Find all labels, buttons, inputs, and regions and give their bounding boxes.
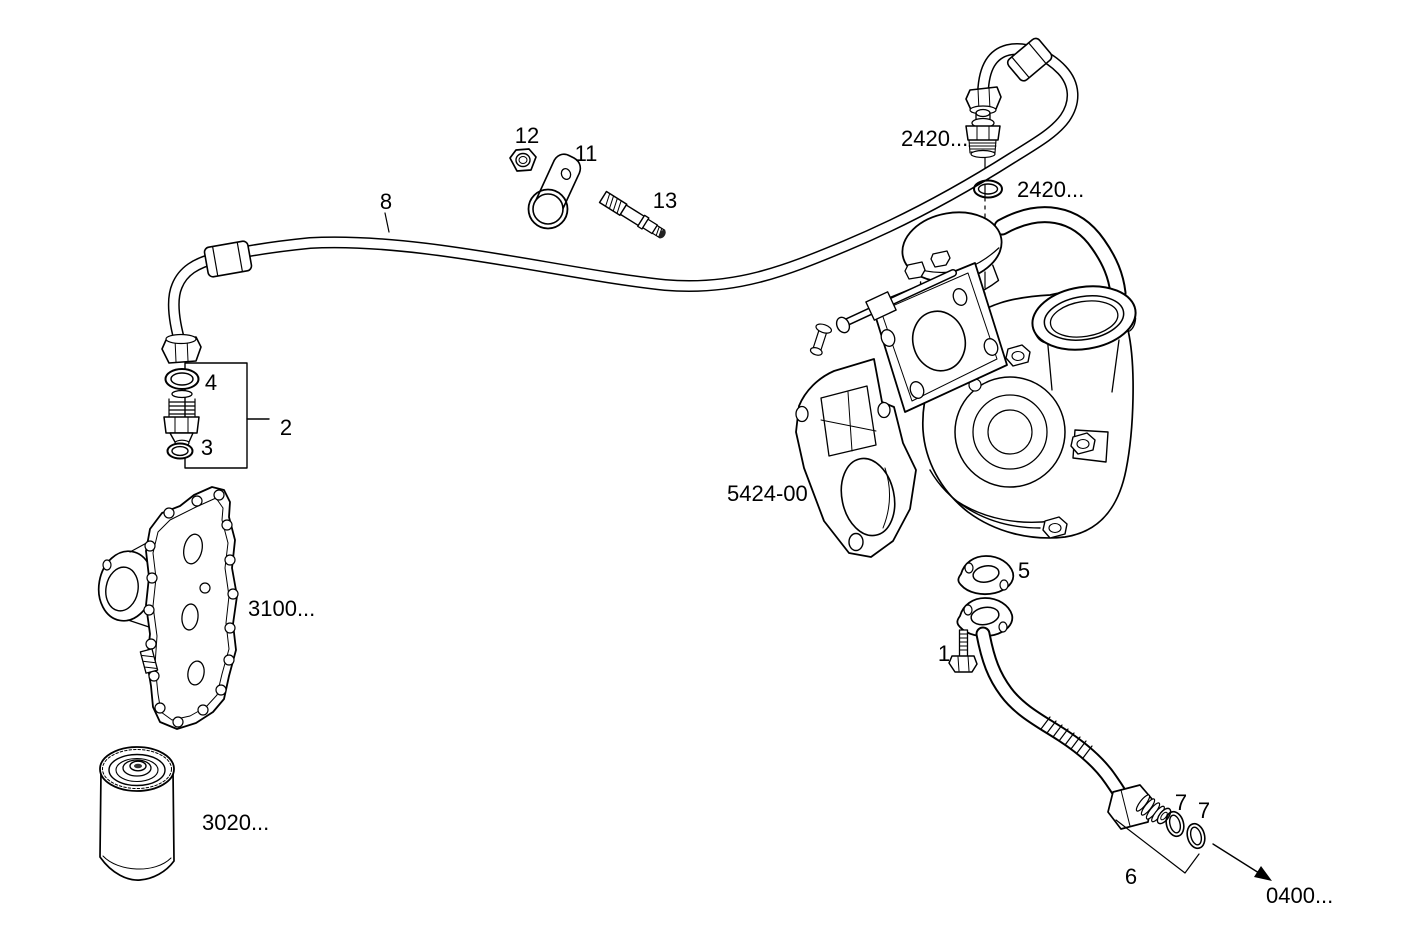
- callout-5-label: 5: [1018, 558, 1030, 583]
- pipe-nut-lower: [161, 333, 202, 364]
- callout-7a-label: 7: [1175, 790, 1187, 815]
- union-assembly-2: [163, 362, 270, 469]
- o-ring-3: [166, 442, 194, 460]
- cooler-clip: [139, 648, 159, 674]
- union-fitting-2420: [965, 108, 1001, 159]
- bracket-6-leader: [1115, 819, 1200, 874]
- oil-supply-line: [161, 37, 1079, 364]
- callout-7b-label: 7: [1198, 798, 1210, 823]
- label-8-leader: [384, 212, 390, 233]
- turbocharger: [795, 206, 1137, 558]
- inlet-ring-flange: [1031, 285, 1137, 351]
- seal-ring-2420: [973, 179, 1003, 199]
- oil-drain-pipe-6: [956, 597, 1172, 830]
- clamp-11: [527, 153, 582, 230]
- compressor-duct: [993, 206, 1127, 302]
- ref-3020-label[interactable]: 3020...: [202, 810, 269, 835]
- stud-13: [598, 190, 666, 239]
- callout-6-label: 6: [1125, 864, 1137, 889]
- callout-13-label: 13: [653, 188, 677, 213]
- ref-2420-gasket-label[interactable]: 2420...: [1017, 177, 1084, 202]
- ref-3100-label[interactable]: 3100...: [248, 596, 315, 621]
- arrow-0400: [1212, 843, 1272, 881]
- actuator-bolt: [809, 323, 833, 356]
- elbow-fitting: [1107, 784, 1172, 830]
- housing-bolts: [1005, 344, 1109, 539]
- callout-4-label: 4: [205, 370, 217, 395]
- callout-1-label: 1: [938, 641, 950, 666]
- pipe-ferrule: [203, 240, 253, 278]
- cooler-ports: [181, 533, 211, 686]
- union-screw: [163, 389, 200, 447]
- callout-12-label: 12: [515, 123, 539, 148]
- actuator-rod: [809, 250, 957, 356]
- o-ring-4: [164, 368, 200, 390]
- turbine-flange-plate: [795, 358, 917, 558]
- pipe-ferrule-upper: [1006, 37, 1053, 82]
- corrugated-section: [1040, 716, 1093, 759]
- callout-3-label: 3: [201, 435, 213, 460]
- callout-2-label: 2: [280, 415, 292, 440]
- gasket-5: [957, 555, 1015, 596]
- ref-2420-fitting-label[interactable]: 2420...: [901, 126, 968, 151]
- callout-8-label: 8: [380, 189, 392, 214]
- cooler-side-flange: [97, 539, 155, 629]
- nut-12: [509, 148, 537, 172]
- figure-code-label: 5424-00: [727, 481, 808, 506]
- pipe-nut-upper: [965, 86, 1002, 115]
- assembly-box: [184, 362, 248, 469]
- callout-11-label: 11: [575, 141, 598, 166]
- o-ring-7b: [1186, 822, 1206, 850]
- cooler-bolt-holes: [143, 489, 239, 728]
- oil-cooler-3100: [97, 486, 239, 730]
- o-ring-7a: [1165, 810, 1185, 838]
- ref-0400-label[interactable]: 0400...: [1266, 883, 1333, 908]
- oil-filter-3020: [99, 746, 175, 881]
- bolt-1: [948, 629, 978, 673]
